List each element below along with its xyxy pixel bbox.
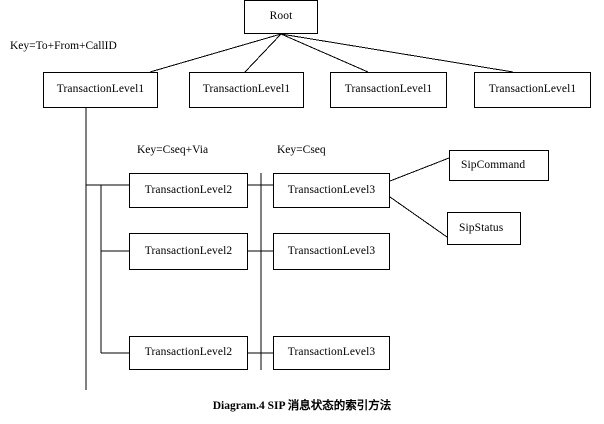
edge-level3-to-sipstatus [389, 196, 448, 238]
label-key-to-from-callid: Key=To+From+CallID [10, 40, 117, 52]
node-transaction-level1-3-label: TransactionLevel1 [344, 83, 433, 96]
node-transaction-level2-1[interactable]: TransactionLevel2 [129, 173, 248, 208]
node-transaction-level2-2-label: TransactionLevel2 [144, 244, 233, 257]
edge-root-to-level1-2 [244, 33, 282, 73]
node-transaction-level1-3[interactable]: TransactionLevel1 [330, 72, 447, 108]
label-key-cseq-via: Key=Cseq+Via [137, 144, 209, 156]
edge-root-to-level1-3 [280, 33, 369, 73]
node-root-label: Root [269, 10, 293, 23]
node-transaction-level3-3[interactable]: TransactionLevel3 [273, 336, 390, 370]
node-sip-command-label: SipCommand [461, 158, 526, 171]
node-transaction-level1-2-label: TransactionLevel1 [202, 83, 291, 96]
node-transaction-level1-4[interactable]: TransactionLevel1 [474, 72, 591, 108]
node-transaction-level1-4-label: TransactionLevel1 [488, 83, 577, 96]
node-transaction-level3-2[interactable]: TransactionLevel3 [273, 233, 390, 270]
node-sip-command[interactable]: SipCommand [449, 150, 549, 181]
node-transaction-level3-1[interactable]: TransactionLevel3 [273, 173, 390, 208]
edge-root-to-level1-4 [280, 33, 514, 73]
node-sip-status-label: SipStatus [459, 221, 504, 234]
node-transaction-level3-3-label: TransactionLevel3 [287, 346, 376, 359]
label-key-cseq: Key=Cseq [277, 144, 326, 156]
node-transaction-level2-3[interactable]: TransactionLevel2 [129, 336, 248, 370]
node-transaction-level2-1-label: TransactionLevel2 [144, 183, 233, 196]
node-transaction-level1-1[interactable]: TransactionLevel1 [43, 72, 158, 108]
node-transaction-level2-3-label: TransactionLevel2 [144, 346, 233, 359]
edge-root-to-level1-1 [149, 33, 282, 73]
edge-level3-to-sipcommand [389, 157, 450, 182]
node-transaction-level1-2[interactable]: TransactionLevel1 [189, 72, 304, 108]
node-transaction-level1-1-label: TransactionLevel1 [56, 83, 145, 96]
node-transaction-level3-2-label: TransactionLevel3 [287, 244, 376, 257]
diagram-caption: Diagram.4 SIP 消息状态的索引方法 [212, 400, 392, 412]
node-root[interactable]: Root [244, 0, 318, 34]
node-transaction-level3-1-label: TransactionLevel3 [287, 183, 376, 196]
node-transaction-level2-2[interactable]: TransactionLevel2 [129, 233, 248, 270]
node-sip-status[interactable]: SipStatus [447, 212, 521, 245]
